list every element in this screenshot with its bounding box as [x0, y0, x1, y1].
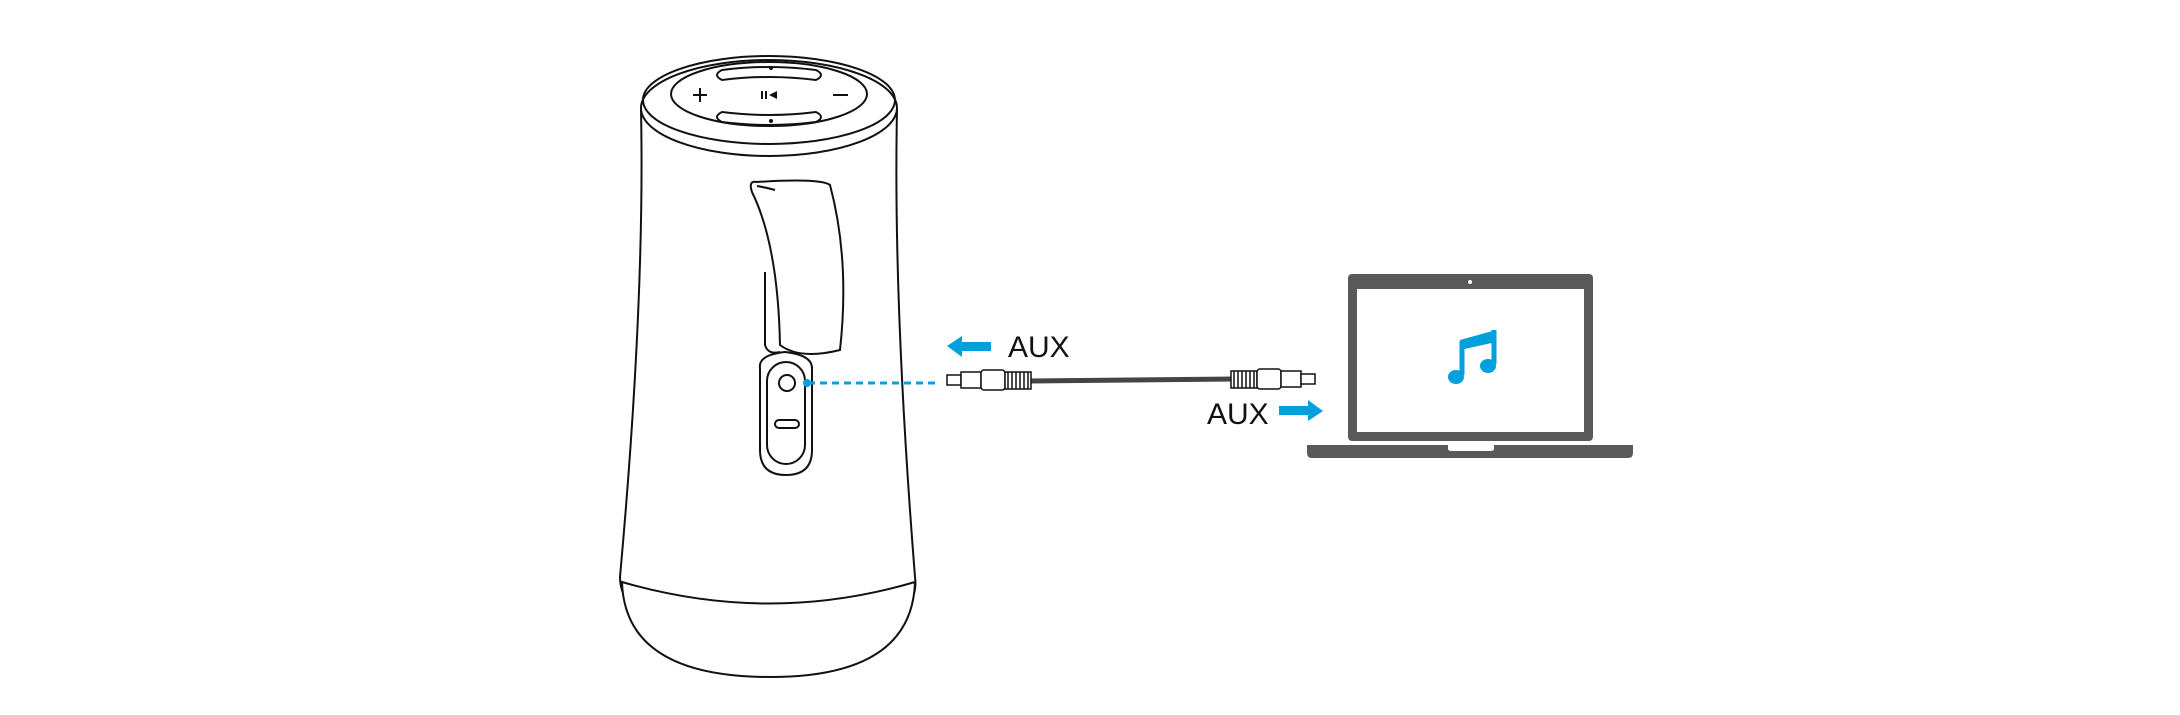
arrow-right-icon [1279, 400, 1323, 421]
aux-port-highlight [803, 379, 811, 387]
aux-cable-icon [946, 368, 1316, 391]
music-note-icon [1448, 330, 1497, 384]
portable-speaker-icon [618, 55, 917, 679]
laptop-icon [1307, 274, 1633, 458]
aux-speaker-label: AUX [1008, 331, 1070, 364]
arrow-left-icon [947, 336, 991, 357]
aux-laptop-label: AUX [1207, 398, 1269, 431]
